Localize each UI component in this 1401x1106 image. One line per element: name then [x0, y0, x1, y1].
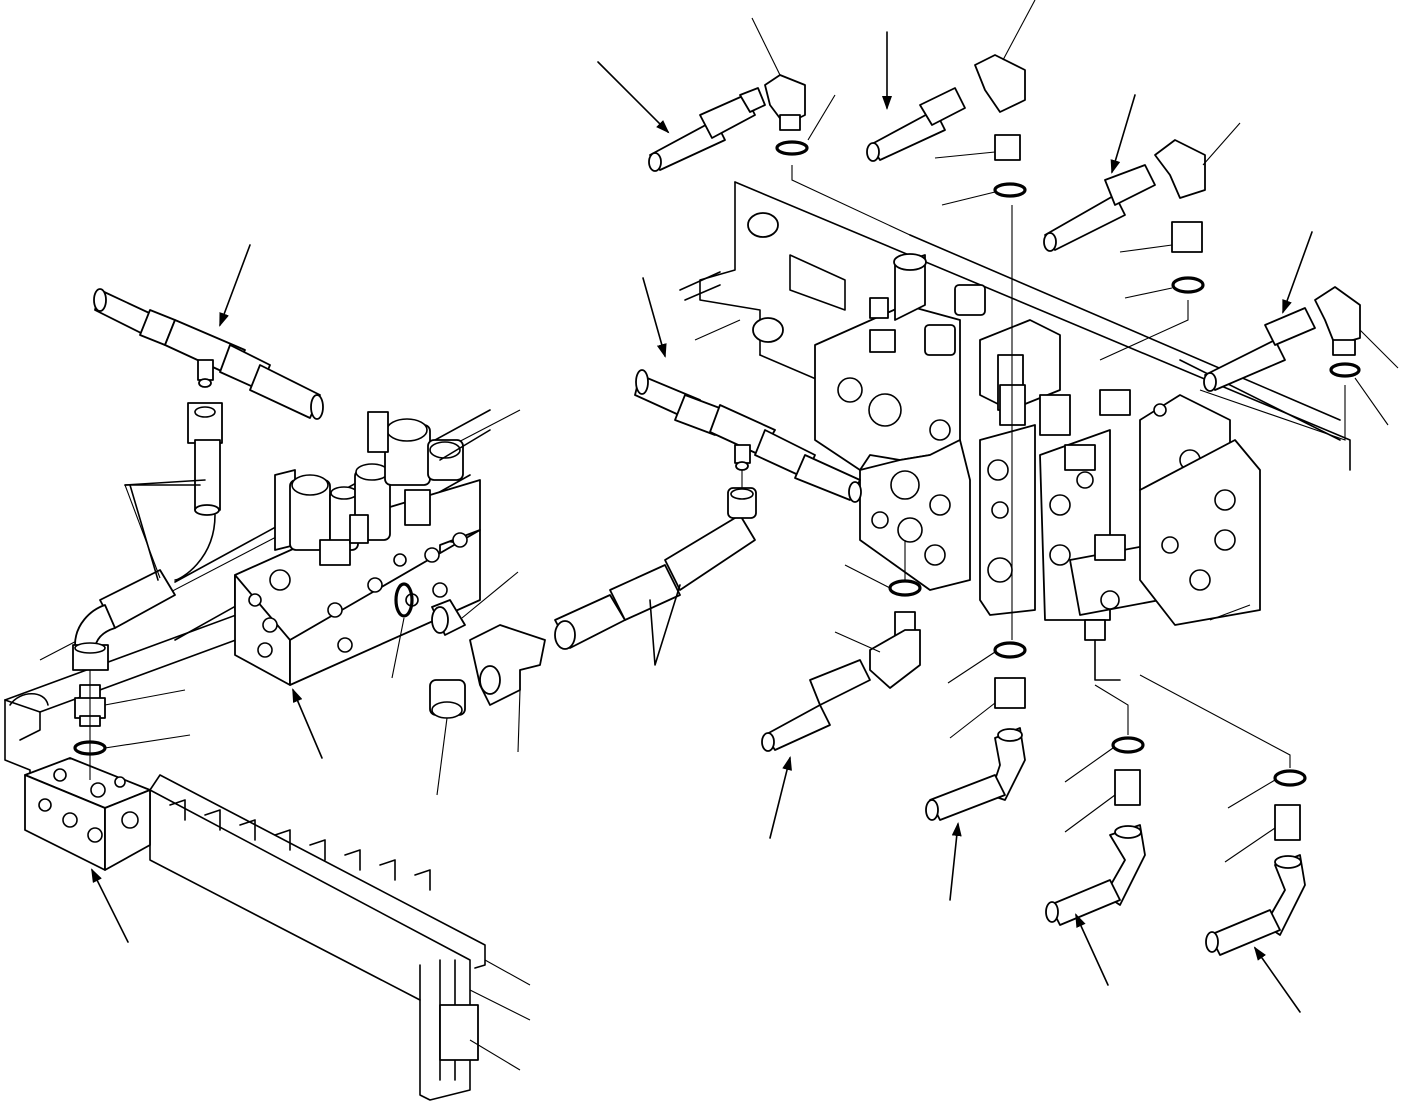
- left-tee-fitting: [93, 288, 324, 420]
- callout-arrow: [292, 688, 323, 759]
- leader-line: [104, 734, 191, 749]
- top-fitting-set-4: [1199, 286, 1361, 441]
- leader-line: [124, 484, 161, 579]
- control-valve-stack: [814, 253, 1341, 681]
- left-hose: [72, 402, 223, 671]
- callout-arrow: [1282, 231, 1313, 314]
- callout-arrow: [769, 756, 792, 839]
- left-side-fittings: [394, 487, 757, 719]
- solenoid-valve-block: [234, 411, 491, 686]
- callout-arrow: [1110, 94, 1136, 174]
- left-bracket-rail: [4, 539, 531, 1101]
- callout-arrow: [91, 868, 129, 943]
- callout-arrow: [1075, 913, 1109, 986]
- leader-line: [1124, 287, 1173, 299]
- bottom-fitting-set-3: [1045, 684, 1146, 926]
- leader-line: [104, 689, 186, 706]
- callout-arrow: [1253, 946, 1301, 1013]
- bottom-fitting-set-1: [761, 540, 922, 752]
- callout-arrow: [642, 277, 667, 358]
- leader-line: [1002, 0, 1036, 61]
- left-junction-block: [24, 757, 151, 871]
- leader-line: [947, 651, 996, 684]
- leader-line: [941, 191, 996, 206]
- leader-line: [1202, 122, 1241, 166]
- leader-line: [949, 702, 996, 739]
- leader-line: [1119, 244, 1173, 253]
- leader-line: [1224, 827, 1276, 863]
- callout-arrow: [219, 244, 251, 327]
- leader-line: [1064, 747, 1114, 783]
- leader-line: [1227, 779, 1276, 809]
- bottom-fitting-set-2: [925, 641, 1027, 821]
- top-fitting-set-2: [866, 54, 1027, 640]
- left-elbow-adapter: [73, 670, 107, 780]
- callout-arrow: [949, 822, 962, 901]
- right-mounting-plate: [679, 181, 1351, 471]
- callout-arrows: [91, 31, 1313, 1013]
- leader-line: [844, 564, 891, 589]
- bottom-fitting-set-4: [1139, 674, 1307, 956]
- top-fitting-set-3: [1043, 139, 1206, 361]
- callout-leader-lines: [104, 0, 1399, 863]
- leader-line: [834, 631, 881, 653]
- callout-arrow: [597, 61, 670, 134]
- leader-line: [934, 151, 996, 159]
- leader-line: [436, 717, 448, 796]
- leader-line: [517, 689, 521, 753]
- leader-line: [1354, 377, 1389, 426]
- leader-line: [391, 617, 405, 679]
- leader-line: [807, 94, 836, 141]
- right-tee-fitting: [634, 369, 862, 503]
- leader-line: [1064, 794, 1116, 833]
- leader-line: [1359, 329, 1399, 369]
- top-fitting-set-1: [648, 74, 911, 236]
- leader-line: [751, 17, 781, 76]
- leader-line: [461, 571, 519, 619]
